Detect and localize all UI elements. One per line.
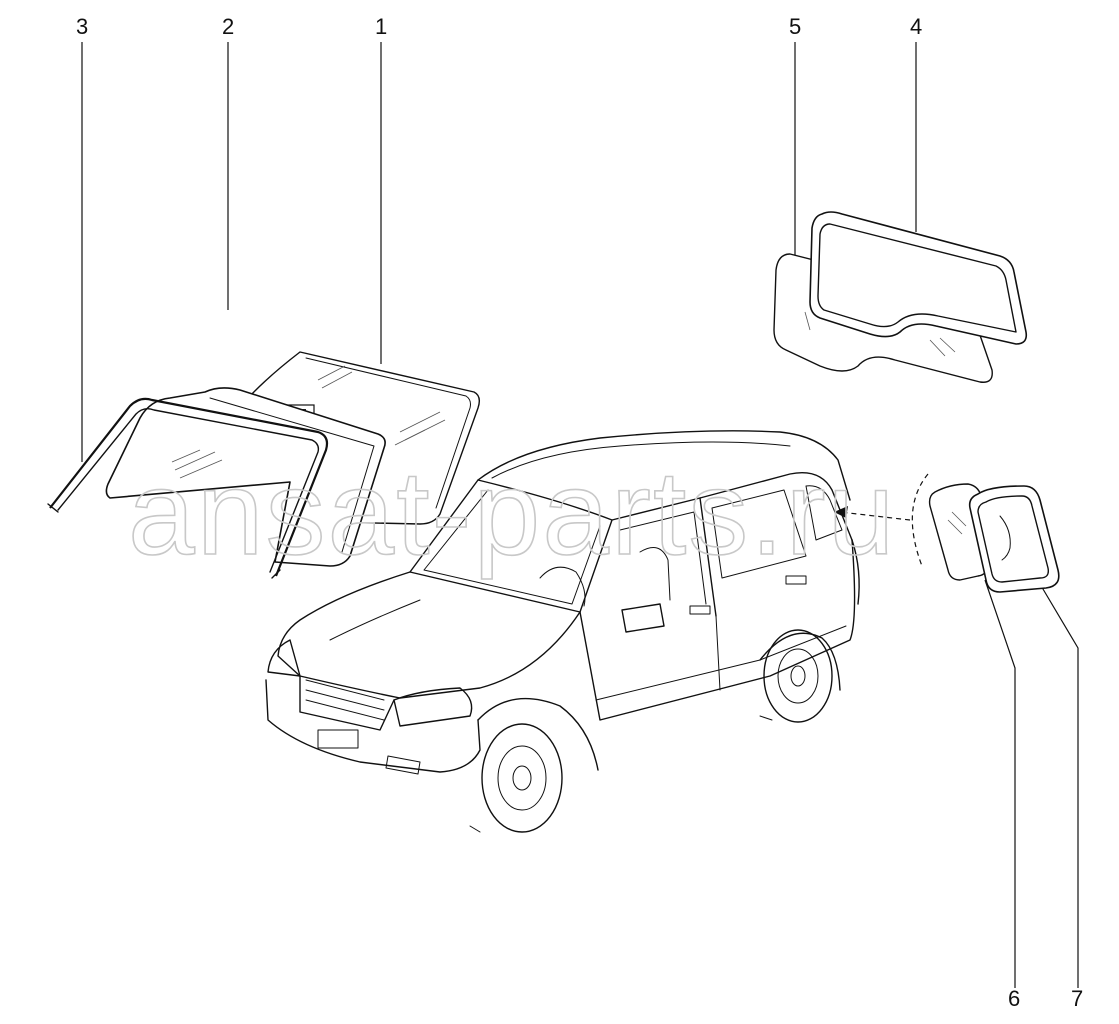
vehicle-rear-edge: [851, 539, 860, 605]
quarter-glass-seal-ridge: [999, 515, 1011, 561]
callout-labels: 3 2 1 5 4 6 7: [76, 14, 1083, 1011]
rear-door-glass-seal-outer: [809, 211, 1028, 345]
vehicle-ground-contact: [469, 715, 773, 833]
vehicle-body: [265, 430, 860, 833]
callout-3: 3: [76, 14, 88, 39]
callout-2: 2: [222, 14, 234, 39]
quarter-glass-seal-outer: [968, 485, 1060, 593]
vehicle-rear-wheel-arch: [759, 632, 841, 691]
vehicle-door-gap: [715, 615, 721, 691]
vehicle-windshield-opening-inner: [423, 489, 601, 605]
callout-4: 4: [910, 14, 922, 39]
vehicle-front-wheel-arch: [477, 697, 599, 771]
vehicle-fog-light: [385, 755, 421, 775]
vehicle-rear-window: [711, 489, 807, 579]
vehicle-windshield-opening: [409, 479, 613, 613]
vehicle-right-headlight: [393, 687, 473, 727]
windshield-glass-inner-edge: [305, 357, 471, 509]
vehicle-front-wheel-hub: [512, 765, 532, 791]
quarter-glass-seal-inner: [977, 495, 1050, 583]
vehicle-front-window: [619, 511, 707, 605]
windshield-seal-inner-edge: [209, 397, 375, 553]
windshield-molding: [47, 397, 329, 579]
vehicle-side-mirror: [621, 603, 665, 633]
windshield-molding-outer: [49, 397, 329, 577]
windshield-molding-ends: [47, 503, 281, 579]
vehicle-hood-crease: [329, 599, 421, 641]
vehicle-hood: [277, 571, 581, 699]
vehicle-grille-outline: [299, 675, 395, 731]
watermark-text: ansat-parts.ru: [128, 446, 896, 580]
vehicle-steering-wheel: [539, 566, 586, 607]
install-arc-outer: [911, 473, 929, 567]
vehicle-front-wheel-rim: [497, 745, 547, 811]
vehicle-rear-door-frame: [699, 472, 853, 541]
rear-door-glass-reflection: [804, 311, 956, 357]
callout-6: 6: [1008, 986, 1020, 1011]
windshield-seal-reflection: [171, 449, 223, 479]
rear-door-glass-seal: [809, 211, 1028, 345]
leader-7: [1039, 583, 1079, 988]
vehicle-rear-wheel-rim: [777, 648, 819, 704]
leader-lines: [81, 42, 1079, 988]
quarter-glass-reflection: [947, 511, 967, 535]
vehicle-seat: [639, 547, 671, 601]
rear-door-glass-seal-inner: [817, 223, 1017, 333]
vehicle-roof-rail: [491, 441, 791, 479]
vehicle-roof-outline: [477, 430, 851, 501]
vehicle-rear-wheel-hub: [790, 665, 806, 687]
callout-5: 5: [789, 14, 801, 39]
vehicle-front-door-handle: [689, 605, 711, 615]
vehicle-license-plate: [317, 729, 359, 749]
windshield-glass-reflection: [317, 365, 446, 446]
vehicle-front-bumper: [265, 679, 481, 773]
callout-1: 1: [375, 14, 387, 39]
windshield-molding-inner: [57, 407, 320, 573]
install-arrow-shaft: [839, 511, 911, 521]
leader-6: [984, 579, 1016, 988]
vehicle-rear-wheel-tire: [763, 629, 833, 723]
vehicle-left-headlight: [267, 639, 301, 677]
callout-7: 7: [1071, 986, 1083, 1011]
vehicle-side-body: [579, 539, 856, 721]
quarter-glass-seal: [968, 485, 1060, 593]
vehicle-grille-bars: [305, 679, 385, 721]
vehicle-rear-door-handle: [785, 575, 807, 585]
vehicle-front-wheel-tire: [481, 723, 563, 833]
vehicle-quarter-window: [805, 485, 843, 541]
